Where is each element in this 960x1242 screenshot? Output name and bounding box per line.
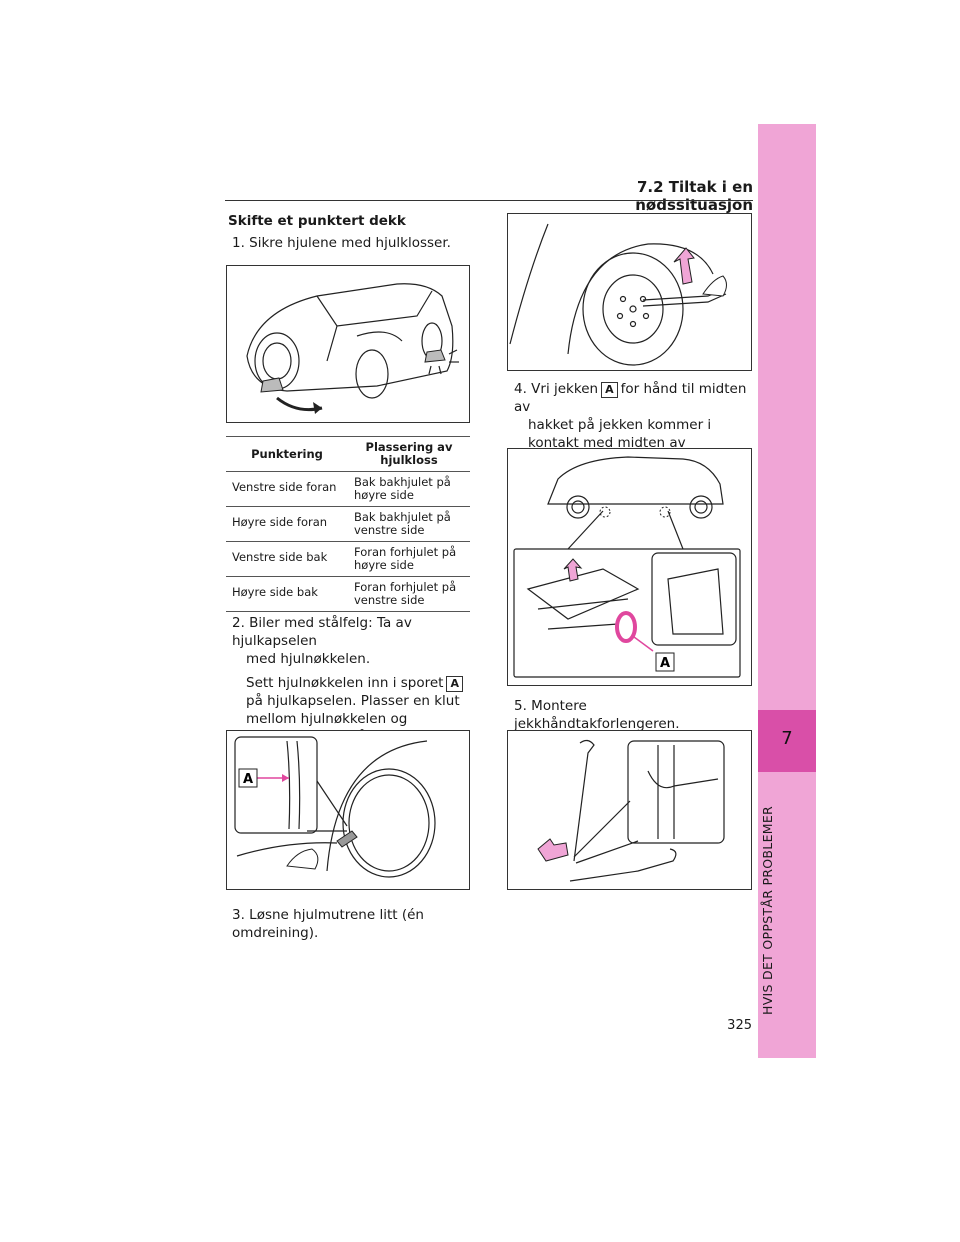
- table-cell: Bak bakhjulet på høyre side: [348, 471, 470, 507]
- section-title: 7.2 Tiltak i en nødssituasjon: [635, 178, 753, 214]
- header-divider: [225, 200, 753, 201]
- table-row: Høyre side bak Foran forhjulet på venstr…: [226, 576, 470, 612]
- chapter-tab[interactable]: [758, 710, 816, 772]
- step-2-line2: med hjulnøkkelen.: [246, 651, 371, 667]
- page-title: Skifte et punktert dekk: [228, 213, 406, 229]
- step-3: 3. Løsne hjulmutrene litt (én omdreining…: [232, 907, 424, 941]
- car-chock-illustration: [246, 283, 459, 414]
- page-number: 325: [727, 1018, 752, 1033]
- loosen-nuts-illustration: [509, 223, 727, 366]
- step-2-sub-post: på: [246, 693, 263, 709]
- table-row: Venstre side bak Foran forhjulet på høyr…: [226, 541, 470, 577]
- step-5: 5. Montere jekkhåndtakforlengeren.: [514, 698, 680, 732]
- figure-jack-position: A: [507, 448, 752, 686]
- step-1: 1. Sikre hjulene med hjulklosser.: [232, 235, 451, 251]
- table-cell: Venstre side foran: [226, 471, 348, 507]
- chapter-label: HVIS DET OPPSTÅR PROBLEMER: [760, 805, 775, 1015]
- step-4-post: for hånd til midten av: [514, 381, 747, 415]
- chapter-number: 7: [781, 728, 793, 749]
- jack-illustration: A: [513, 456, 741, 678]
- table-cell: Foran forhjulet på venstre side: [348, 576, 470, 612]
- callout-a-inline: A: [446, 676, 463, 692]
- figure-loosen-nuts: [507, 213, 752, 371]
- side-tab-strip: [758, 124, 816, 1058]
- callout-a-label: A: [243, 772, 253, 787]
- callout-a-label: A: [660, 656, 670, 671]
- table-header-row: Punktering Plassering av hjulkloss: [226, 436, 470, 472]
- table-header: Punktering: [226, 436, 348, 472]
- table-row: Høyre side foran Bak bakhjulet på venstr…: [226, 506, 470, 542]
- step-4-pre: 4. Vri jekken: [514, 381, 599, 397]
- table-row: Venstre side foran Bak bakhjulet på høyr…: [226, 471, 470, 507]
- figure-handle-extension: [507, 730, 752, 890]
- table-cell: Bak bakhjulet på venstre side: [348, 506, 470, 542]
- step-2-sub-pre: Sett hjulnøkkelen inn i sporet: [246, 675, 444, 691]
- figure-hubcap-removal: A: [226, 730, 470, 890]
- figure-wheel-chocks: [226, 265, 470, 423]
- chock-placement-table: Punktering Plassering av hjulkloss Venst…: [226, 436, 470, 612]
- callout-a-inline: A: [601, 382, 618, 398]
- handle-extension-illustration: [537, 739, 725, 882]
- table-header: Plassering av hjulkloss: [348, 436, 470, 472]
- table-cell: Høyre side bak: [226, 576, 348, 612]
- table-cell: Foran forhjulet på høyre side: [348, 541, 470, 577]
- hubcap-illustration: A: [234, 736, 436, 878]
- table-cell: Venstre side bak: [226, 541, 348, 577]
- step-2-line1: 2. Biler med stålfelg: Ta av hjulkapsele…: [232, 615, 412, 649]
- table-cell: Høyre side foran: [226, 506, 348, 542]
